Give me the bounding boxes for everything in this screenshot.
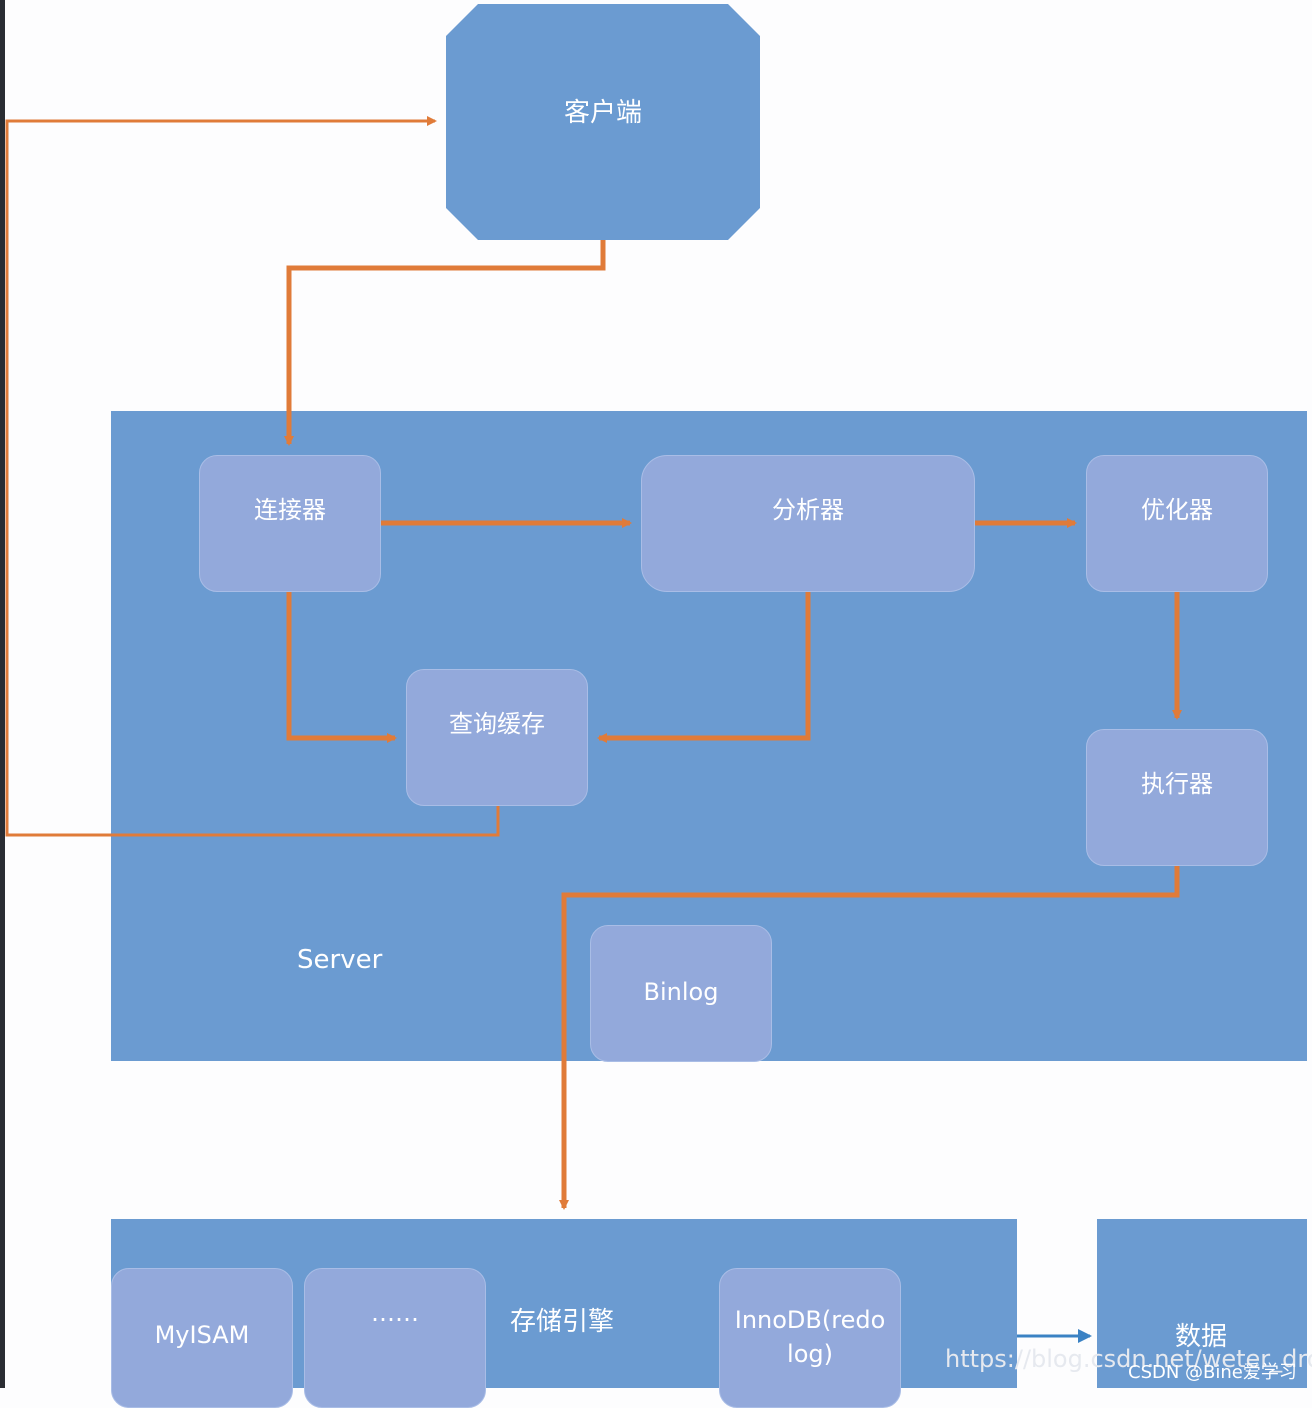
client-label: 客户端 xyxy=(563,98,642,128)
binlog-box: Binlog xyxy=(590,925,772,1062)
connector-label: 连接器 xyxy=(254,496,326,524)
query-cache-box: 查询缓存 xyxy=(406,669,588,806)
arrow-client-to-connector xyxy=(284,240,606,446)
optimizer-label: 优化器 xyxy=(1141,496,1213,524)
myisam-label: MyISAM xyxy=(154,1321,250,1349)
arrow-executor-to-storage xyxy=(559,866,1180,1210)
storage-engine-label: 存储引擎 xyxy=(510,1307,615,1337)
server-label: Server xyxy=(297,945,383,975)
connector-box: 连接器 xyxy=(199,455,381,592)
innodb-box: InnoDB(redo log) xyxy=(719,1268,901,1408)
data-panel xyxy=(1097,1219,1307,1388)
ellipsis-label: …… xyxy=(371,1299,419,1327)
watermark-csdn: CSDN @Bine爱学习 xyxy=(1128,1362,1297,1383)
analyzer-label: 分析器 xyxy=(772,496,844,524)
window-edge xyxy=(0,0,5,1388)
client-node: 客户端 xyxy=(446,4,760,240)
arrow-analyzer-to-cache xyxy=(597,592,811,743)
myisam-box: MyISAM xyxy=(111,1268,293,1408)
executor-label: 执行器 xyxy=(1141,770,1213,798)
arrow-connector-to-cache xyxy=(286,592,397,743)
innodb-label: InnoDB(redo log) xyxy=(734,1306,886,1368)
optimizer-box: 优化器 xyxy=(1086,455,1268,592)
analyzer-box: 分析器 xyxy=(641,455,975,592)
binlog-label: Binlog xyxy=(643,978,719,1006)
watermark-url: https://blog.csdn.net/weter_drop xyxy=(945,1345,1312,1373)
query-cache-label: 查询缓存 xyxy=(449,710,545,738)
arrow-cache-to-client xyxy=(5,116,500,837)
data-label: 数据 xyxy=(1175,1322,1228,1352)
executor-box: 执行器 xyxy=(1086,729,1268,866)
ellipsis-box: …… xyxy=(304,1268,486,1408)
